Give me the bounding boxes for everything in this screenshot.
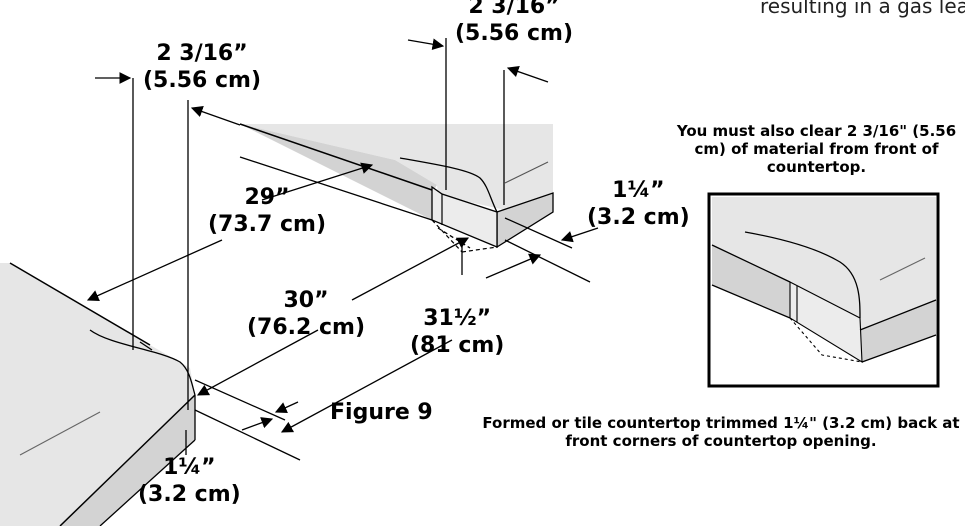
trim-bottom-inches: 1¼” [163,455,216,480]
trim-right-ext [504,217,573,249]
back-cutout-curve [399,157,498,213]
front-edge-underline [99,439,196,526]
inset-edge-line-2 [711,284,791,319]
back-countertop-surface [240,124,553,210]
width-31-label: 31½” (81 cm) [410,305,504,359]
dim-30-leader-lower [196,329,319,396]
dim-31-ext-right [504,239,591,283]
back-dashed-corner-2 [461,246,498,253]
front-top-edge-line [9,262,151,346]
front-countertop-section [0,262,196,526]
back-opening-notch [431,185,498,248]
inset-highlight [879,257,926,281]
top-depth-arrow-left [407,38,445,50]
front-surface-highlight [19,411,101,456]
front-edge-line [59,394,196,526]
trim-right-inches: 1¼” [612,178,665,203]
front-left-notch [139,341,153,351]
front-countertop-surface [0,263,195,526]
dim-29-leader-lower [86,239,223,302]
inset-detail [707,192,940,388]
top-depth-cm: (5.56 cm) [455,21,574,46]
left-depth-cm: (5.56 cm) [143,68,262,93]
top-depth-inches: 2 3/16” [468,0,560,19]
inset-cutout-curve [744,231,861,319]
width-29-label: 29” (73.7 cm) [208,184,326,238]
trim-bottom-cm: (3.2 cm) [138,482,241,507]
inset-right-edge [860,300,936,362]
back-front-edge-underline [239,156,433,221]
width-30-label: 30” (76.2 cm) [247,287,365,341]
dim-29-leader-upper [261,162,374,201]
width-29-cm: (73.7 cm) [208,212,327,237]
dim-31-line-upper [485,253,542,279]
top-depth-arrow-right [506,65,549,83]
trim-bottom-label: 1¼” (3.2 cm) [138,454,241,508]
inset-right-line [859,299,937,331]
width-30-cm: (76.2 cm) [247,315,366,340]
figure-caption: Figure 9 [330,400,433,425]
back-front-edge-line [239,123,433,191]
trim-bottom-arrow-2 [241,417,274,431]
trim-right-cm: (3.2 cm) [587,205,690,230]
top-depth-label: 2 3/16” (5.56 cm) [455,0,573,47]
dim-31-ext-left [194,409,301,461]
trim-bottom-arrow-1 [274,401,299,413]
dashed-leader [437,227,471,249]
width-30-inches: 30” [283,288,329,313]
trim-bottom-ext [194,379,286,421]
inset-dashed-corner [789,317,863,363]
dimension-lines [86,38,599,461]
width-31-inches: 31½” [423,306,492,331]
front-cutout-curve [89,329,196,396]
clear-material-note: You must also clear 2 3/16" (5.56 cm) of… [676,122,957,176]
back-surface-highlight [504,161,549,184]
trim-right-arrow [560,227,599,243]
width-31-cm: (81 cm) [410,333,505,358]
inset-right-line-2 [861,334,937,363]
dim-31-line-lower [280,339,453,433]
width-29-inches: 29” [244,185,290,210]
dim-30-leader-upper [351,237,470,301]
inset-front-edge [712,245,790,318]
inset-edge-line [711,244,791,283]
trim-right-label: 1¼” (3.2 cm) [587,177,690,231]
left-depth-arrow-right [190,106,241,126]
left-depth-inches: 2 3/16” [156,41,248,66]
inset-surface [712,197,936,330]
back-countertop-front-edge [240,124,437,220]
left-depth-label: 2 3/16” (5.56 cm) [143,40,261,94]
trimmed-note: Formed or tile countertop trimmed 1¼" (3… [482,414,960,450]
back-countertop-section [239,123,554,253]
header-text-fragment: resulting in a gas leak a [760,0,965,18]
